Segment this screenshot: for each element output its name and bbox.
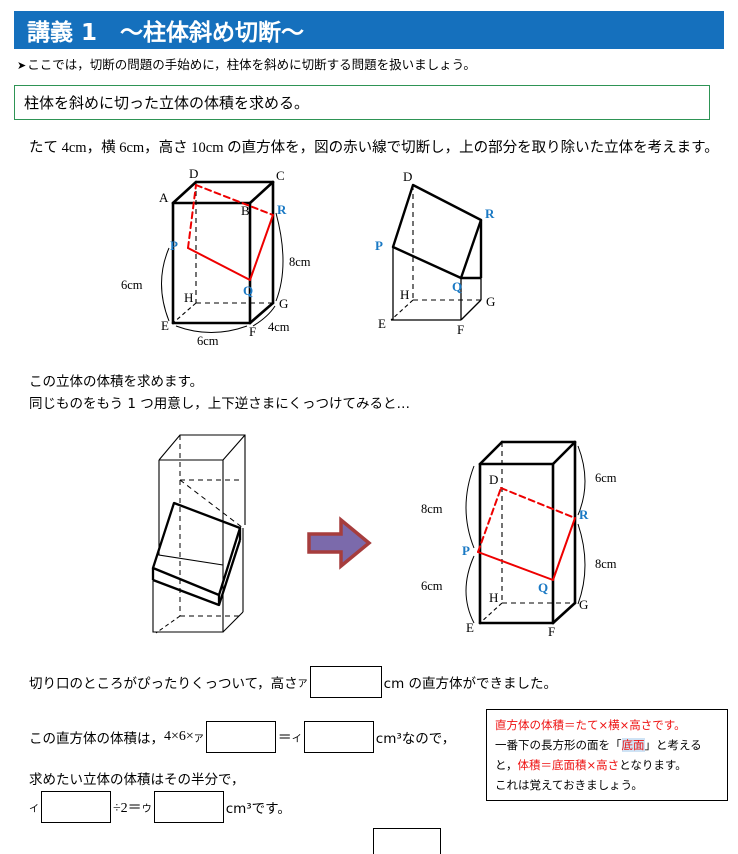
note-highlight-term: 底面 [621, 738, 645, 753]
vertex-label-B: B [241, 203, 250, 218]
dim-label-lower-left-6cm: 6cm [421, 579, 443, 593]
note-line-4: これは覚えておきましょう。 [495, 778, 643, 793]
note-box: 直方体の体積＝たて×横×高さです。 一番下の長方形の面を「底面」と考える と，体… [486, 709, 728, 801]
note-line-3-suffix: となります。 [619, 758, 687, 773]
note-line-2-prefix: 一番下の長方形の面を「 [495, 738, 622, 753]
vertex-label-F: F [249, 324, 256, 339]
dim-label-lower-right-8cm: 8cm [595, 557, 617, 571]
dim-label-upper-right-6cm: 6cm [595, 471, 617, 485]
vertex-label-G: G [579, 597, 588, 612]
vertex-label-E: E [378, 316, 386, 331]
answer-row-4-divider: ÷2＝ [113, 801, 142, 816]
vertex-label-D: D [189, 166, 198, 181]
note-line-3-prefix: と， [495, 758, 518, 773]
answer-row-2: この直方体の体積は， 4×6× ア ＝ イ cm³なので， [29, 721, 455, 753]
answer-blank-bottom[interactable] [373, 828, 441, 854]
cut-point-label-P: P [375, 238, 383, 253]
cut-point-label-R: R [579, 507, 589, 522]
answer-row-2-suffix: cm³なので， [375, 731, 456, 747]
answer-marker-a-1: ア [297, 678, 308, 690]
vertex-label-F: F [457, 322, 464, 337]
answer-marker-b-2: イ [291, 733, 302, 745]
page-title: 講義 1 ～柱体斜め切断～ [27, 20, 305, 46]
intro-text: ここでは，切断の問題の手始めに，柱体を斜めに切断する問題を扱いましょう。 [27, 57, 476, 72]
note-line-3: と，体積＝底面積×高さとなります。 [495, 755, 720, 775]
vertex-label-G-bottom: F [548, 624, 555, 639]
dim-label-depth-4cm: 4cm [268, 320, 290, 334]
answer-row-3: 求めたい立体の体積はその半分で， [29, 772, 245, 788]
answer-marker-b-4: ウ [141, 803, 152, 815]
answer-row-4-suffix: cm³です。 [225, 801, 291, 817]
answer-row-2-equals: ＝ [277, 731, 292, 746]
answer-blank-a-1[interactable] [309, 666, 382, 698]
cut-point-label-R: R [485, 206, 495, 221]
vertex-label-H: H [184, 290, 193, 305]
cut-point-label-Q: Q [452, 279, 462, 294]
figure-cuboid-with-cut-plane: D C A B E F G H P Q R 6cm 8cm 6cm 4cm [121, 166, 311, 348]
answer-row-1-suffix: cm の直方体ができました。 [383, 676, 558, 692]
right-arrow-icon [307, 516, 372, 570]
dim-label-bottom-6cm: 6cm [197, 334, 219, 348]
vertex-label-E: E [161, 318, 169, 333]
cut-point-label-Q: Q [538, 580, 548, 595]
intro-line: ➤ここでは，切断の問題の手始めに，柱体を斜めに切断する問題を扱いましょう。 [17, 54, 476, 73]
vertex-label-D: D [489, 472, 498, 487]
cut-point-label-P: P [462, 543, 470, 558]
triangle-bullet-icon: ➤ [17, 59, 27, 72]
dim-label-right-8cm: 8cm [289, 255, 311, 269]
note-line-2: 一番下の長方形の面を「底面」と考える [495, 735, 720, 755]
note-line-1: 直方体の体積＝たて×横×高さです。 [495, 715, 720, 735]
problem-statement: たて 4cm，横 6cm，高さ 10cm の直方体を，図の赤い線で切断し，上の部… [29, 140, 719, 156]
figure-truncated-solid: D E F G H P Q R [375, 169, 495, 337]
answer-row-2-expression: 4×6× [164, 729, 194, 744]
answer-blank-a-4[interactable] [41, 791, 111, 823]
answer-row-2-prefix: この直方体の体積は， [29, 731, 164, 747]
figure-two-solids-stacked [151, 434, 246, 634]
vertex-label-D: D [403, 169, 412, 184]
figure-combined-cuboid: D E F G H P Q R 8cm 6cm 6cm 8cm [421, 440, 617, 639]
vertex-label-C: C [276, 168, 285, 183]
cut-point-label-R: R [277, 202, 287, 217]
vertex-label-H: H [400, 287, 409, 302]
cut-point-label-P: P [170, 238, 178, 253]
vertex-label-G: G [486, 294, 495, 309]
mid-line-1: この立体の体積を求めます。 [29, 374, 204, 390]
answer-row-1: 切り口のところがぴったりくっついて，高さ ア cm の直方体ができました。 [29, 666, 557, 698]
note-line-1-text: 直方体の体積＝たて×横×高さです。 [495, 718, 686, 732]
note-line-2-suffix: 」と考える [644, 738, 702, 753]
mid-line-2: 同じものをもう 1 つ用意し，上下逆さまにくっつけてみると… [29, 396, 410, 412]
dim-label-left-6cm: 6cm [121, 278, 143, 292]
answer-blank-b-2[interactable] [303, 721, 374, 753]
note-line-3-formula: 体積＝底面積×高さ [517, 758, 620, 773]
vertex-label-G: G [279, 296, 288, 311]
goal-text: 柱体を斜めに切った立体の体積を求める。 [24, 94, 310, 112]
vertex-label-H: H [489, 590, 498, 605]
answer-marker-a-4: イ [29, 803, 39, 815]
cut-point-label-Q: Q [243, 283, 253, 298]
answer-blank-b-4[interactable] [153, 791, 224, 823]
vertex-label-A: A [159, 190, 169, 205]
answer-blank-a-2[interactable] [205, 721, 276, 753]
vertex-label-E: E [466, 620, 474, 635]
answer-row-4: イ ÷2＝ ウ cm³です。 [29, 791, 291, 823]
answer-row-1-prefix: 切り口のところがぴったりくっついて，高さ [29, 676, 298, 692]
answer-marker-a-2: ア [193, 733, 204, 745]
goal-box: 柱体を斜めに切った立体の体積を求める。 [14, 85, 710, 120]
dim-label-upper-left-8cm: 8cm [421, 502, 443, 516]
lecture-banner: 講義 1 ～柱体斜め切断～ [14, 11, 724, 49]
